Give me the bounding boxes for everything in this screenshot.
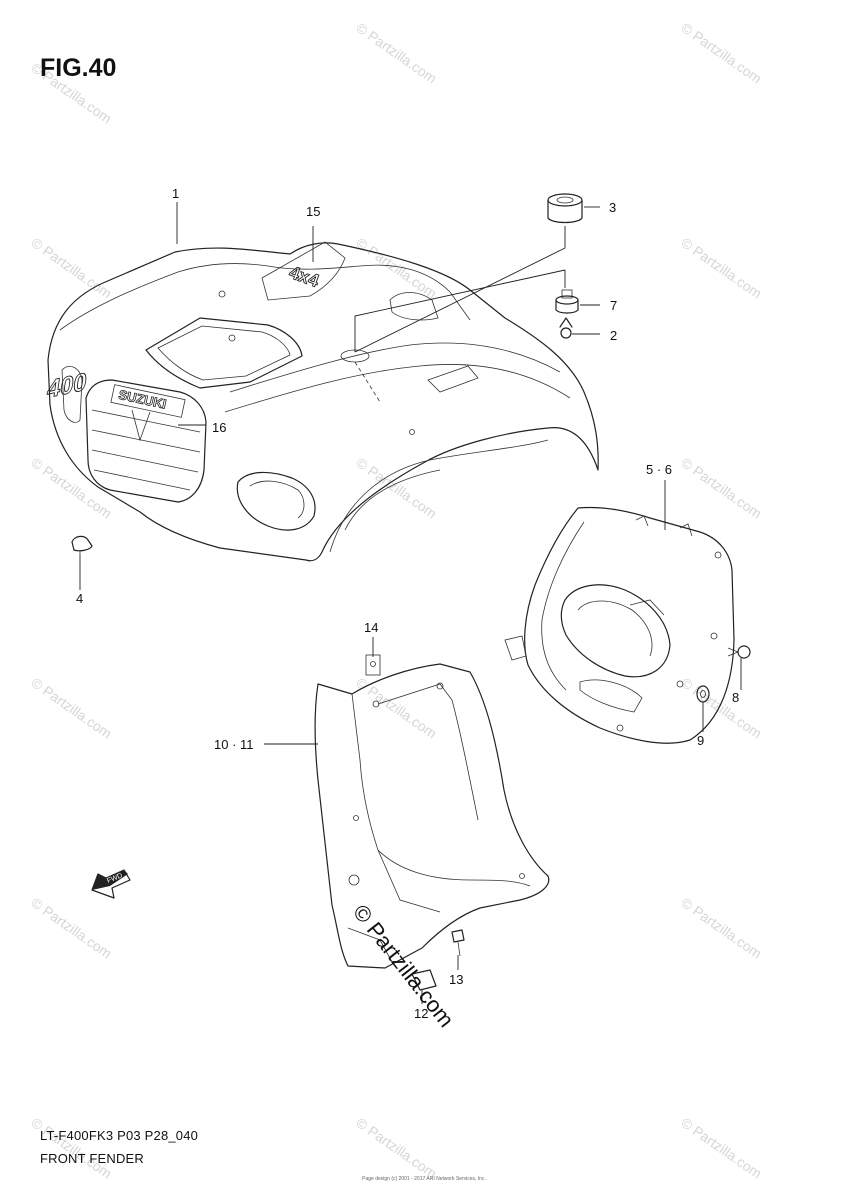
center-watermark: © Partzilla.com xyxy=(348,900,459,1032)
forward-arrow-icon: FWD xyxy=(91,869,131,899)
callout-1: 1 xyxy=(172,186,179,201)
section-name: FRONT FENDER xyxy=(40,1151,144,1166)
watermarks: © Partzilla.com © Partzilla.com © Partzi… xyxy=(28,19,764,1181)
watermark: © Partzilla.com xyxy=(353,19,439,86)
model-code: LT-F400FK3 P03 P28_040 xyxy=(40,1128,199,1143)
watermark: © Partzilla.com xyxy=(28,234,114,301)
watermark: © Partzilla.com xyxy=(28,59,114,126)
callout-16: 16 xyxy=(212,420,226,435)
callout-4: 4 xyxy=(76,591,83,606)
watermark: © Partzilla.com xyxy=(28,674,114,741)
watermark: © Partzilla.com xyxy=(28,1114,114,1181)
callout-8: 8 xyxy=(732,690,739,705)
brand-emblem: SUZUKI xyxy=(117,387,167,412)
watermark: © Partzilla.com xyxy=(353,674,439,741)
watermark: © Partzilla.com xyxy=(353,1114,439,1181)
watermark: © Partzilla.com xyxy=(678,894,764,961)
leader-lines xyxy=(79,202,742,1004)
fwd-label: FWD xyxy=(106,872,123,884)
callout-10-11: 10 · 11 xyxy=(214,737,254,752)
figure-title: FIG.40 xyxy=(40,54,117,82)
callout-13: 13 xyxy=(449,972,463,987)
callout-5-6: 5 · 6 xyxy=(646,462,672,477)
watermark: © Partzilla.com xyxy=(678,234,764,301)
callout-15: 15 xyxy=(306,204,320,219)
watermark: © Partzilla.com xyxy=(678,454,764,521)
watermark: © Partzilla.com xyxy=(28,894,114,961)
watermark: © Partzilla.com xyxy=(678,19,764,86)
inner-fender-part xyxy=(314,654,550,969)
side-panel-part xyxy=(504,506,735,744)
watermark: © Partzilla.com xyxy=(353,454,439,521)
front-fender-part: 400 4x4 SUZUKI xyxy=(45,241,599,562)
callout-14: 14 xyxy=(364,620,378,635)
callout-12: 12 xyxy=(414,1006,428,1021)
callout-7: 7 xyxy=(610,298,617,313)
watermark: © Partzilla.com xyxy=(28,454,114,521)
watermark: © Partzilla.com xyxy=(678,1114,764,1181)
callouts: 1 15 3 7 2 16 4 5 · 6 8 9 14 10 · 11 13 … xyxy=(76,186,739,1021)
watermark: © Partzilla.com xyxy=(678,674,764,741)
callout-3: 3 xyxy=(609,200,616,215)
fastener-parts xyxy=(71,193,751,991)
copyright-line: Page design (c) 2001 - 2017 ARI Network … xyxy=(362,1176,486,1182)
drive-emblem: 4x4 xyxy=(287,262,322,291)
callout-2: 2 xyxy=(610,328,617,343)
callout-9: 9 xyxy=(697,733,704,748)
